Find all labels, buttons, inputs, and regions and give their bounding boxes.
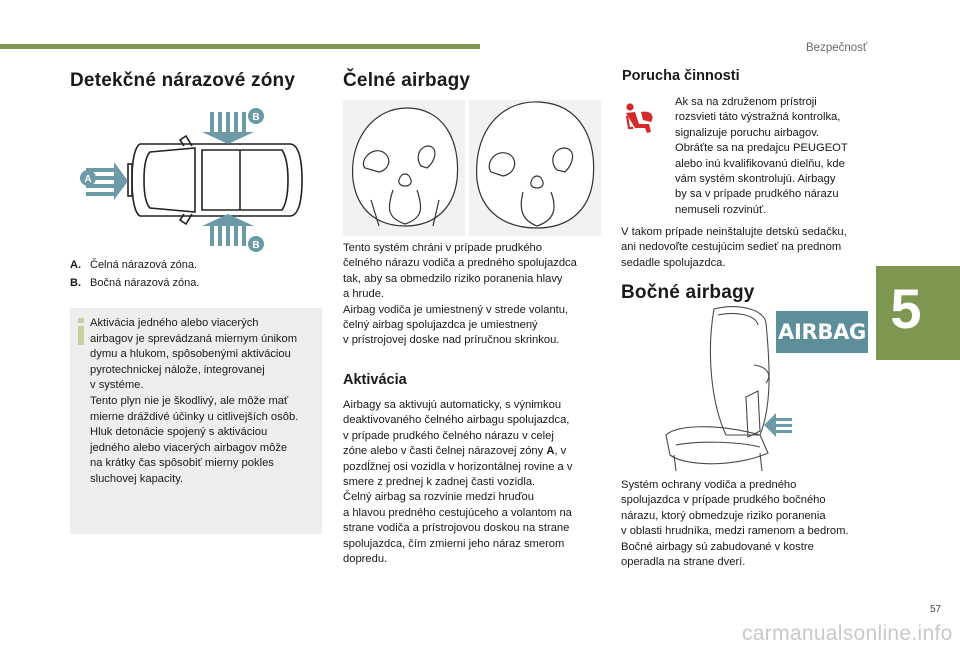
- side-airbags-title: Bočné airbagy: [621, 282, 755, 303]
- activation-text: Airbagy sa aktivujú automaticky, s výnim…: [343, 399, 573, 566]
- section-title: Bezpečnosť: [806, 42, 868, 54]
- zone-labels: A.Čelná nárazová zóna. B.Bočná nárazová …: [70, 258, 199, 291]
- header-bar: [0, 44, 480, 49]
- fault-text: Ak sa na združenom prístroji rozsvieti t…: [675, 96, 848, 216]
- activation-title: Aktivácia: [343, 372, 407, 388]
- impact-zones-title: Detekčné nárazové zóny: [70, 70, 296, 91]
- side-airbags-text: Systém ochrany vodiča a predného spoluja…: [621, 479, 849, 569]
- zone-label-b: B.Bočná nárazová zóna.: [70, 277, 200, 289]
- marker-b-bottom: B: [252, 240, 259, 251]
- fault-title: Porucha činnosti: [622, 68, 740, 84]
- airbag-warning-icon: [625, 103, 653, 133]
- marker-a: A: [84, 174, 91, 185]
- info-icon: [78, 318, 84, 345]
- info-box: Aktivácia jedného alebo viacerých airbag…: [70, 308, 322, 534]
- watermark: carmanualsonline.info: [742, 622, 953, 645]
- airbag-badge: AIRBAG: [776, 311, 868, 353]
- chapter-tab: 5: [876, 266, 960, 360]
- marker-b-top: B: [252, 112, 259, 123]
- car-impact-zones-figure: A B B: [80, 108, 303, 252]
- zone-label-a: A.Čelná nárazová zóna.: [70, 259, 198, 271]
- front-airbags-title: Čelné airbagy: [343, 70, 471, 91]
- front-airbags-intro: Tento systém chráni v prípade prudkého č…: [343, 242, 577, 347]
- info-text: Aktivácia jedného alebo viacerých airbag…: [90, 317, 299, 485]
- child-seat-text: V takom prípade neinštalujte detskú seda…: [621, 226, 847, 269]
- chapter-number: 5: [890, 277, 922, 340]
- page-number: 57: [930, 604, 942, 615]
- front-airbags-figure: [343, 100, 601, 236]
- seat-side-airbag-figure: [665, 306, 792, 472]
